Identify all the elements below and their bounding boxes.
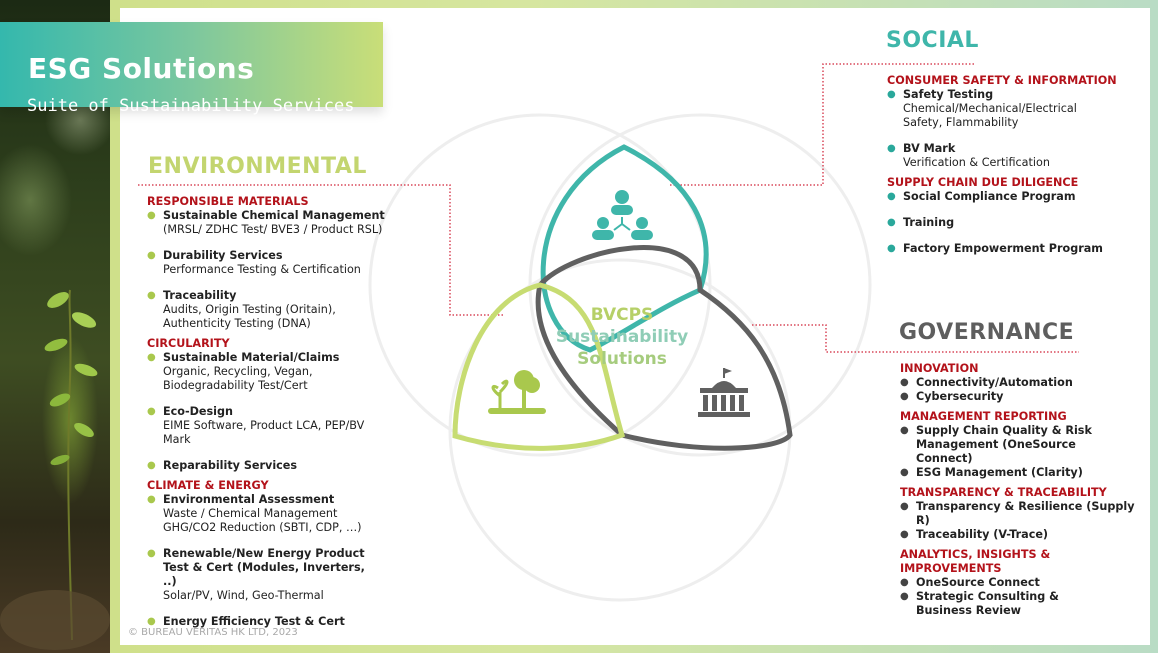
bullet-icon: ● [147, 352, 156, 363]
bullet-icon: ● [887, 143, 896, 154]
social-petal [540, 144, 709, 353]
bullet-icon: ● [900, 591, 909, 602]
bullet-icon: ● [147, 406, 156, 417]
list-item: ●Supply Chain Quality & Risk Management … [900, 424, 1092, 465]
list-item: ●Social Compliance Program [887, 190, 1076, 203]
category-heading: ANALYTICS, INSIGHTS & IMPROVEMENTS [900, 548, 1051, 575]
center-label-line-1: BVCPS [590, 305, 654, 325]
list-item: ●Transparency & Resilience (Supply R) [900, 500, 1135, 527]
bullet-icon: ● [147, 548, 156, 559]
bullet-icon: ● [900, 529, 909, 540]
bullet-icon: ● [147, 250, 156, 261]
category-heading: CONSUMER SAFETY & INFORMATION [887, 74, 1117, 87]
bullet-icon: ● [900, 577, 909, 588]
list-item: ●Traceability (V-Trace) [900, 528, 1049, 541]
government-building-icon [698, 368, 750, 417]
category-heading: CIRCULARITY [147, 337, 230, 350]
category-heading: TRANSPARENCY & TRACEABILITY [900, 486, 1107, 499]
social-list: CONSUMER SAFETY & INFORMATION ●Safety Te… [887, 74, 1127, 256]
bullet-icon: ● [887, 191, 896, 202]
category-heading: RESPONSIBLE MATERIALS [147, 195, 309, 208]
environmental-connector [138, 184, 505, 316]
plant-tree-icon [488, 370, 546, 414]
center-label-line-2: Sustainability [555, 327, 689, 347]
seedling-photo [0, 289, 110, 650]
list-item: ●Strategic Consulting & Business Review [900, 590, 1059, 617]
list-item: ●Reparability Services [147, 459, 298, 472]
category-heading: INNOVATION [900, 362, 979, 375]
list-item: ●Renewable/New Energy Product Test & Cer… [147, 547, 365, 602]
center-label-line-3: Solutions [577, 349, 667, 369]
environmental-list: RESPONSIBLE MATERIALS ●Sustainable Chemi… [147, 195, 392, 629]
people-network-icon [592, 190, 653, 240]
bullet-icon: ● [900, 377, 909, 388]
bullet-icon: ● [900, 501, 909, 512]
list-item: ●Energy Efficiency Test & Cert [147, 615, 345, 628]
social-connector [670, 63, 976, 186]
bullet-icon: ● [900, 467, 909, 478]
environmental-petal [452, 282, 626, 451]
bullet-icon: ● [900, 391, 909, 402]
bullet-icon: ● [147, 494, 156, 505]
governance-title: GOVERNANCE [899, 320, 1075, 345]
list-item: ●ESG Management (Clarity) [900, 466, 1083, 479]
bullet-icon: ● [900, 425, 909, 436]
page-subtitle: Suite of Sustainability Services [27, 96, 355, 116]
list-item: ●Factory Empowerment Program [887, 242, 1103, 255]
governance-list: INNOVATION ●Connectivity/Automation ●Cyb… [900, 362, 1140, 618]
category-heading: MANAGEMENT REPORTING [900, 410, 1067, 423]
bullet-icon: ● [147, 460, 156, 471]
category-heading: SUPPLY CHAIN DUE DILIGENCE [887, 176, 1079, 189]
list-item: ●OneSource Connect [900, 576, 1040, 589]
environmental-title: ENVIRONMENTAL [148, 154, 367, 179]
bullet-icon: ● [887, 89, 896, 100]
bullet-icon: ● [887, 243, 896, 254]
page-title: ESG Solutions [28, 52, 255, 85]
title-banner: ESG Solutions Suite of Sustainability Se… [0, 22, 383, 116]
bullet-icon: ● [147, 210, 156, 221]
copyright-notice: © BUREAU VERITAS HK LTD, 2023 [128, 627, 298, 638]
center-label: BVCPS Sustainability Solutions [552, 304, 692, 370]
governance-connector [752, 324, 1079, 353]
list-item: ●Sustainable Chemical Management(MRSL/ Z… [147, 209, 385, 236]
social-title: SOCIAL [886, 28, 979, 53]
list-item: ●Connectivity/Automation [900, 376, 1073, 389]
category-heading: CLIMATE & ENERGY [147, 479, 269, 492]
list-item: ●Training [887, 216, 955, 229]
bullet-icon: ● [887, 217, 896, 228]
bullet-icon: ● [147, 616, 156, 627]
list-item: ●Cybersecurity [900, 390, 1004, 403]
bullet-icon: ● [147, 290, 156, 301]
